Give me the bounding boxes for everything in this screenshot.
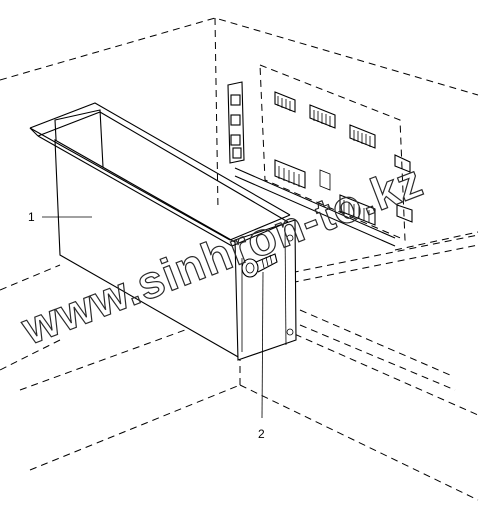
mounting-screw — [241, 253, 278, 278]
callout-1-label: 1 — [28, 210, 35, 224]
callout-1: 1 — [28, 210, 92, 224]
cover-panel — [29, 102, 297, 361]
control-board — [227, 64, 413, 247]
callout-2-label: 2 — [258, 427, 265, 441]
callout-2: 2 — [258, 271, 265, 441]
cabinet-outline-dashed — [0, 17, 479, 501]
